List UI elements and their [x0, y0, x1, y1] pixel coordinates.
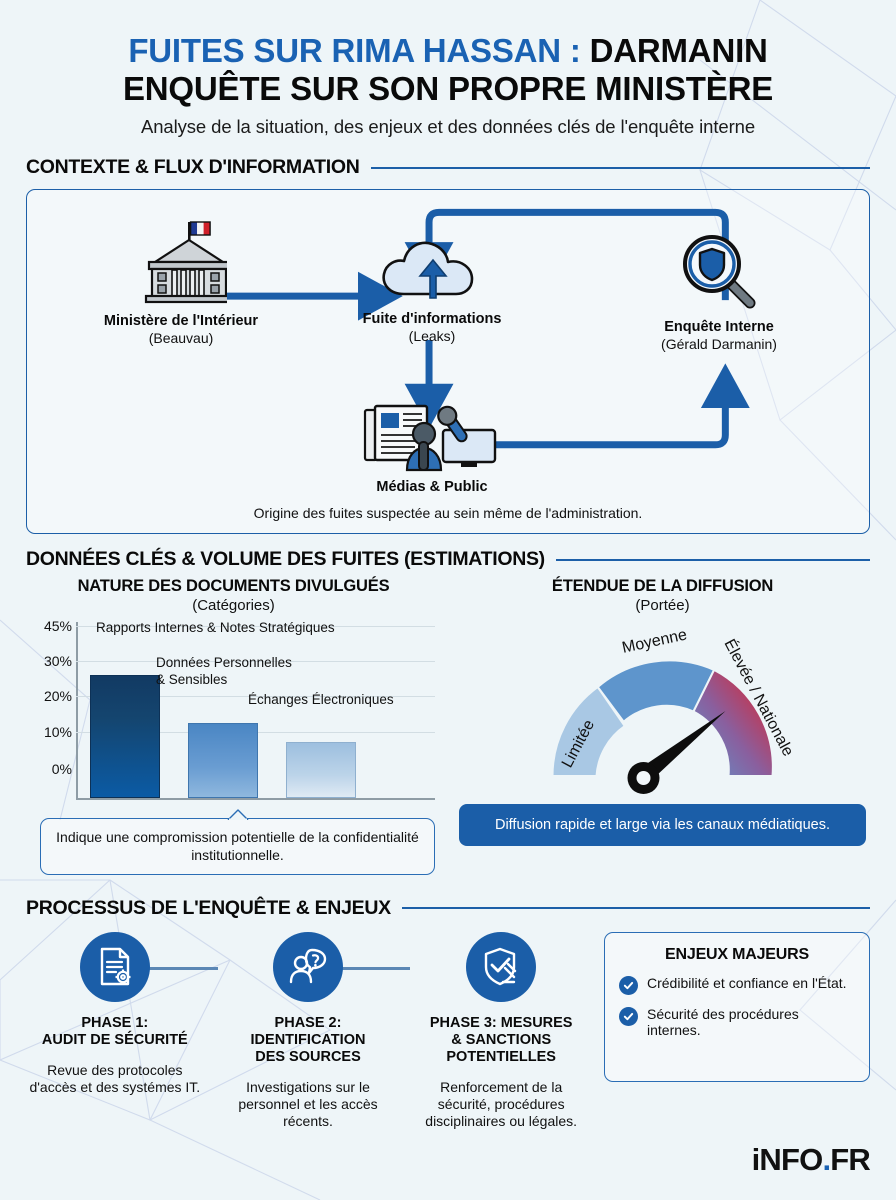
bar-chart-panel: NATURE DES DOCUMENTS DIVULGUÉS (Catégori… — [26, 577, 441, 875]
context-node-media: Médias & Public — [327, 402, 537, 496]
context-node-sublabel: (Leaks) — [408, 328, 456, 345]
phase-2-title: PHASE 2: IDENTIFICATION DES SOURCES — [250, 1014, 366, 1065]
section-header-data: DONNÉES CLÉS & VOLUME DES FUITES (ESTIMA… — [26, 548, 870, 571]
phase-1[interactable]: PHASE 1: AUDIT DE SÉCURITÉ Revue des pro… — [26, 931, 204, 1131]
gauge-graphic: Limitée Moyenne Élevée / Nationale — [551, 627, 798, 795]
context-note: Origine des fuites suspectée au sein mêm… — [253, 505, 643, 522]
checkmark-glyph — [623, 1012, 634, 1020]
gauge-label-moyenne: Moyenne — [621, 627, 689, 657]
section-title-context: CONTEXTE & FLUX D'INFORMATION — [26, 156, 360, 179]
context-node-sublabel: (Beauvau) — [148, 330, 214, 347]
callout-notch-shape — [227, 809, 248, 821]
context-node-label: Fuite d'informations — [362, 311, 502, 328]
logo-main: iNFO — [751, 1142, 824, 1177]
section-title-data: DONNÉES CLÉS & VOLUME DES FUITES (ESTIMA… — [26, 548, 545, 571]
context-node-label: Enquête Interne — [664, 319, 774, 336]
y-tick: 10% — [43, 724, 72, 741]
gauge-hub-inner — [636, 771, 651, 786]
bar-chart-plot: Rapports Internes & Notes Stratégiques D… — [76, 620, 435, 801]
bar-donnees-personnelles — [188, 723, 258, 799]
y-tick: 0% — [51, 761, 72, 778]
page-subtitle: Analyse de la situation, des enjeux et d… — [140, 116, 756, 138]
phase-3-desc: Renforcement de la sécurité, procédures … — [425, 1078, 578, 1130]
bar-chart-callout: Indique une compromission potentielle de… — [40, 809, 435, 875]
bar-chart-callout-text: Indique une compromission potentielle de… — [56, 829, 419, 864]
gauge-subtitle: (Portée) — [635, 597, 690, 615]
section-rule — [370, 166, 870, 169]
check-icon — [619, 1006, 638, 1026]
page-title-accent: FUITES SUR RIMA HASSAN : — [128, 32, 581, 69]
y-tick: 45% — [43, 618, 72, 635]
site-logo: iNFO.FR — [751, 1142, 871, 1178]
major-issues-box: ENJEUX MAJEURS Crédibilité et confiance … — [604, 931, 870, 1082]
context-node-label: Médias & Public — [376, 479, 488, 496]
phase-1-desc: Revue des protocoles d'accès et des syst… — [29, 1061, 201, 1095]
y-axis — [76, 622, 78, 801]
y-tick: 20% — [43, 688, 72, 705]
phase-2-desc: Investigations sur le personnel et les a… — [238, 1078, 378, 1130]
gauge-panel: ÉTENDUE DE LA DIFFUSION (Portée) — [455, 577, 870, 874]
page-title-dark: DARMANIN — [580, 32, 768, 69]
context-node-label: Ministère de l'Intérieur — [103, 313, 259, 330]
phase-3[interactable]: PHASE 3: MESURES & SANCTIONS POTENTIELLE… — [412, 931, 590, 1131]
bar-echanges-electroniques — [286, 742, 356, 799]
phase-3-title: PHASE 3: MESURES & SANCTIONS POTENTIELLE… — [429, 1014, 573, 1065]
check-icon — [619, 975, 638, 995]
bar-label-2a: Données Personnelles — [156, 655, 292, 671]
x-axis — [76, 798, 435, 801]
cloud-upload-leak-icon — [382, 241, 474, 300]
bar-chart: 45% 30% 20% 10% 0% — [26, 618, 441, 801]
logo-tld: FR — [830, 1142, 871, 1177]
issue-text: Sécurité des procédures internes. — [647, 1005, 799, 1039]
person-question-icon — [289, 948, 327, 983]
shield-gavel-icon — [484, 947, 517, 985]
government-building-icon — [144, 221, 234, 304]
issue-item: Sécurité des procédures internes. — [619, 1006, 855, 1040]
phase-1-icon-circle — [79, 931, 150, 1002]
issue-text: Crédibilité et confiance en l'État. — [647, 974, 847, 991]
checkmark-glyph — [623, 981, 634, 989]
issue-item: Crédibilité et confiance en l'État. — [619, 975, 855, 995]
phase-1-title: PHASE 1: AUDIT DE SÉCURITÉ — [41, 1014, 188, 1048]
bar-chart-title: NATURE DES DOCUMENTS DIVULGUÉS — [77, 577, 390, 596]
gauge-chart: Limitée Moyenne Élevée / Nationale — [455, 618, 870, 800]
phase-3-icon-circle — [466, 931, 537, 1002]
phase-2-icon-circle — [273, 931, 343, 1002]
gauge-title: ÉTENDUE DE LA DIFFUSION — [551, 577, 774, 596]
section-header-process: PROCESSUS DE L'ENQUÊTE & ENJEUX — [26, 897, 870, 920]
process-phases: PHASE 1: AUDIT DE SÉCURITÉ Revue des pro… — [26, 931, 590, 1131]
gauge-callout: Diffusion rapide et large via les canaux… — [459, 804, 866, 847]
page-title-line2: ENQUÊTE SUR SON PROPRE MINISTÈRE — [122, 69, 774, 107]
bar-chart-subtitle: (Catégories) — [192, 597, 275, 615]
page-title: FUITES SUR RIMA HASSAN : DARMANIN — [24, 32, 872, 69]
document-gear-icon — [100, 947, 131, 985]
context-node-leak: Fuite d'informations (Leaks) — [317, 228, 547, 344]
section-rule — [401, 907, 870, 910]
page-header: FUITES SUR RIMA HASSAN : DARMANIN ENQUÊT… — [0, 0, 896, 138]
bar-label-1: Rapports Internes & Notes Stratégiques — [96, 620, 335, 636]
bar-label-3: Échanges Électroniques — [248, 692, 394, 708]
bar-rapports-internes — [90, 675, 160, 799]
bar-label-2b: & Sensibles — [156, 672, 228, 688]
gauge-callout-text: Diffusion rapide et large via les canaux… — [494, 817, 831, 834]
context-node-investigation: Enquête Interne (Gérald Darmanin) — [587, 230, 851, 352]
context-node-sublabel: (Gérald Darmanin) — [661, 336, 777, 353]
section-title-process: PROCESSUS DE L'ENQUÊTE & ENJEUX — [26, 896, 391, 919]
context-node-ministry: Ministère de l'Intérieur (Beauvau) — [51, 218, 311, 346]
magnifier-badge-icon — [683, 235, 756, 309]
context-flow-diagram: Ministère de l'Intérieur (Beauvau) Fuite… — [26, 189, 870, 535]
y-axis-labels: 45% 30% 20% 10% 0% — [26, 618, 72, 800]
media-press-icon — [363, 405, 497, 472]
major-issues-title: ENJEUX MAJEURS — [665, 945, 809, 963]
section-header-context: CONTEXTE & FLUX D'INFORMATION — [26, 156, 870, 179]
section-rule — [555, 558, 870, 561]
y-tick: 30% — [43, 653, 72, 670]
phase-2[interactable]: PHASE 2: IDENTIFICATION DES SOURCES Inve… — [219, 931, 397, 1131]
